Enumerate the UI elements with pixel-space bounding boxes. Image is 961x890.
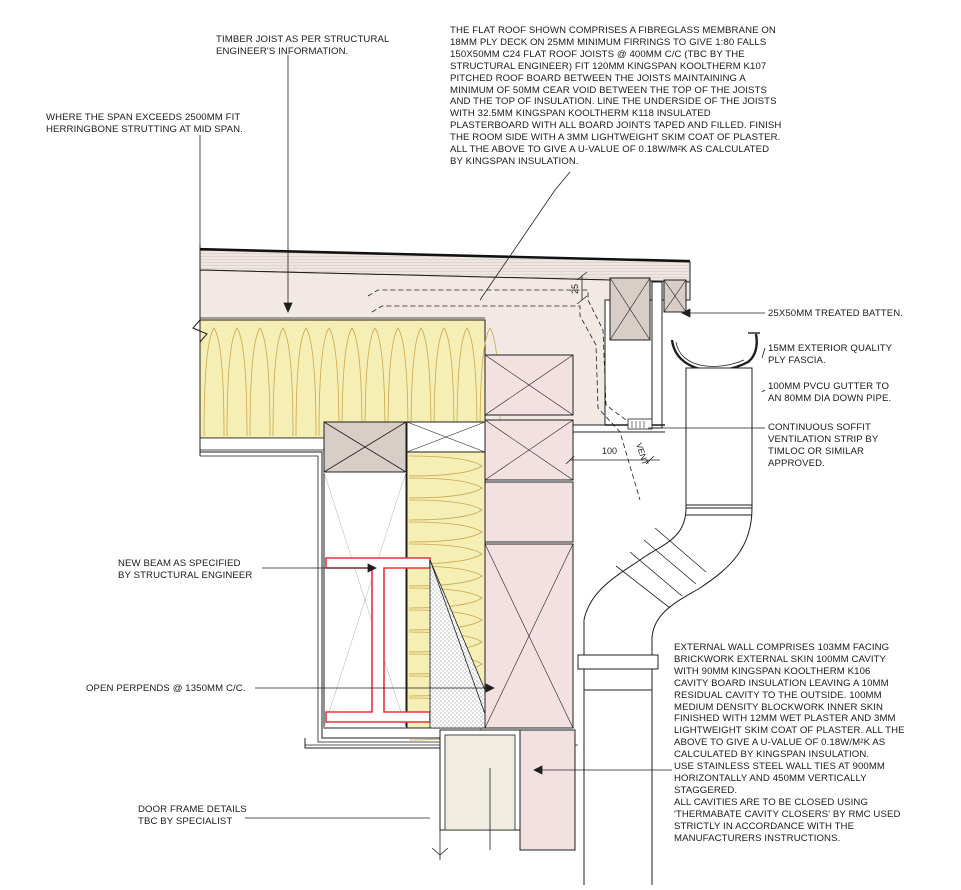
leader-lines — [199, 55, 766, 819]
note-perpends: OPEN PERPENDS @ 1350mm C/C. — [86, 683, 246, 694]
vent-label: VENT — [634, 442, 651, 467]
lintel-soffit — [304, 738, 441, 749]
downpipe — [577, 367, 753, 885]
insulation-loop — [272, 327, 294, 437]
note-soffit: CONTINUOUS SOFFIT VENTILATION STRIP BY T… — [768, 422, 879, 469]
break-line-left — [192, 245, 208, 456]
insulation-loop — [433, 327, 455, 437]
wall-plate-2 — [406, 421, 486, 453]
wall-plate — [323, 421, 407, 473]
inner-blockwork — [323, 471, 407, 729]
insulation-loop — [318, 327, 340, 437]
ventilation-path — [367, 289, 641, 501]
insulation-loop — [295, 327, 317, 437]
door-frame — [431, 729, 576, 860]
insulation-loop — [408, 477, 483, 499]
firring-dimension-label: 25 — [570, 284, 580, 294]
note-batten: 25x50mm TREATED BATTEN. — [768, 308, 904, 319]
note-gutter: 100mm PVCu GUTTER TO AN 80mm DIA DOWN PI… — [768, 381, 892, 404]
vent-dimension: 100 VENT — [565, 442, 660, 467]
insulation-loop — [249, 327, 271, 437]
insulation-loop — [410, 327, 432, 437]
note-external-wall: EXTERNAL WALL COMPRISES 103mm FACING BRI… — [674, 642, 905, 844]
membrane-line — [199, 247, 691, 263]
insulation-loop — [203, 327, 225, 437]
insulation-loop — [408, 521, 483, 543]
vent-dimension-label: 100 — [602, 446, 617, 456]
insulation-loop — [408, 499, 483, 521]
gutter — [670, 332, 760, 372]
insulation-loop — [408, 455, 483, 477]
insulation-loop — [364, 327, 386, 437]
note-span: WHERE THE SPAN EXCEEDS 2500mm FIT HERRIN… — [46, 112, 243, 135]
insulation-loop — [341, 327, 363, 437]
note-door-frame: DOOR FRAME DETAILS TBC BY SPECIALIST — [138, 804, 247, 827]
insulation-loop — [456, 327, 478, 437]
insulation-loop — [387, 327, 409, 437]
note-flat-roof: THE FLAT ROOF SHOWN COMPRISES A FIBREGLA… — [450, 25, 782, 167]
ceiling-line — [200, 451, 440, 739]
note-fascia: 15mm EXTERIOR QUALITY PLY FASCIA. — [768, 343, 893, 366]
fascia-board — [651, 281, 663, 429]
note-beam: NEW BEAM AS SPECIFIED BY STRUCTURAL ENGI… — [118, 558, 253, 581]
insulation-loop — [226, 327, 248, 437]
note-timber-joist: TIMBER JOIST AS PER STRUCTURAL ENGINEER'… — [216, 34, 390, 57]
firring-dimension: 25 — [570, 271, 588, 305]
insulation-loop — [408, 543, 483, 565]
eaves — [573, 277, 687, 433]
outer-brickwork — [484, 354, 574, 729]
